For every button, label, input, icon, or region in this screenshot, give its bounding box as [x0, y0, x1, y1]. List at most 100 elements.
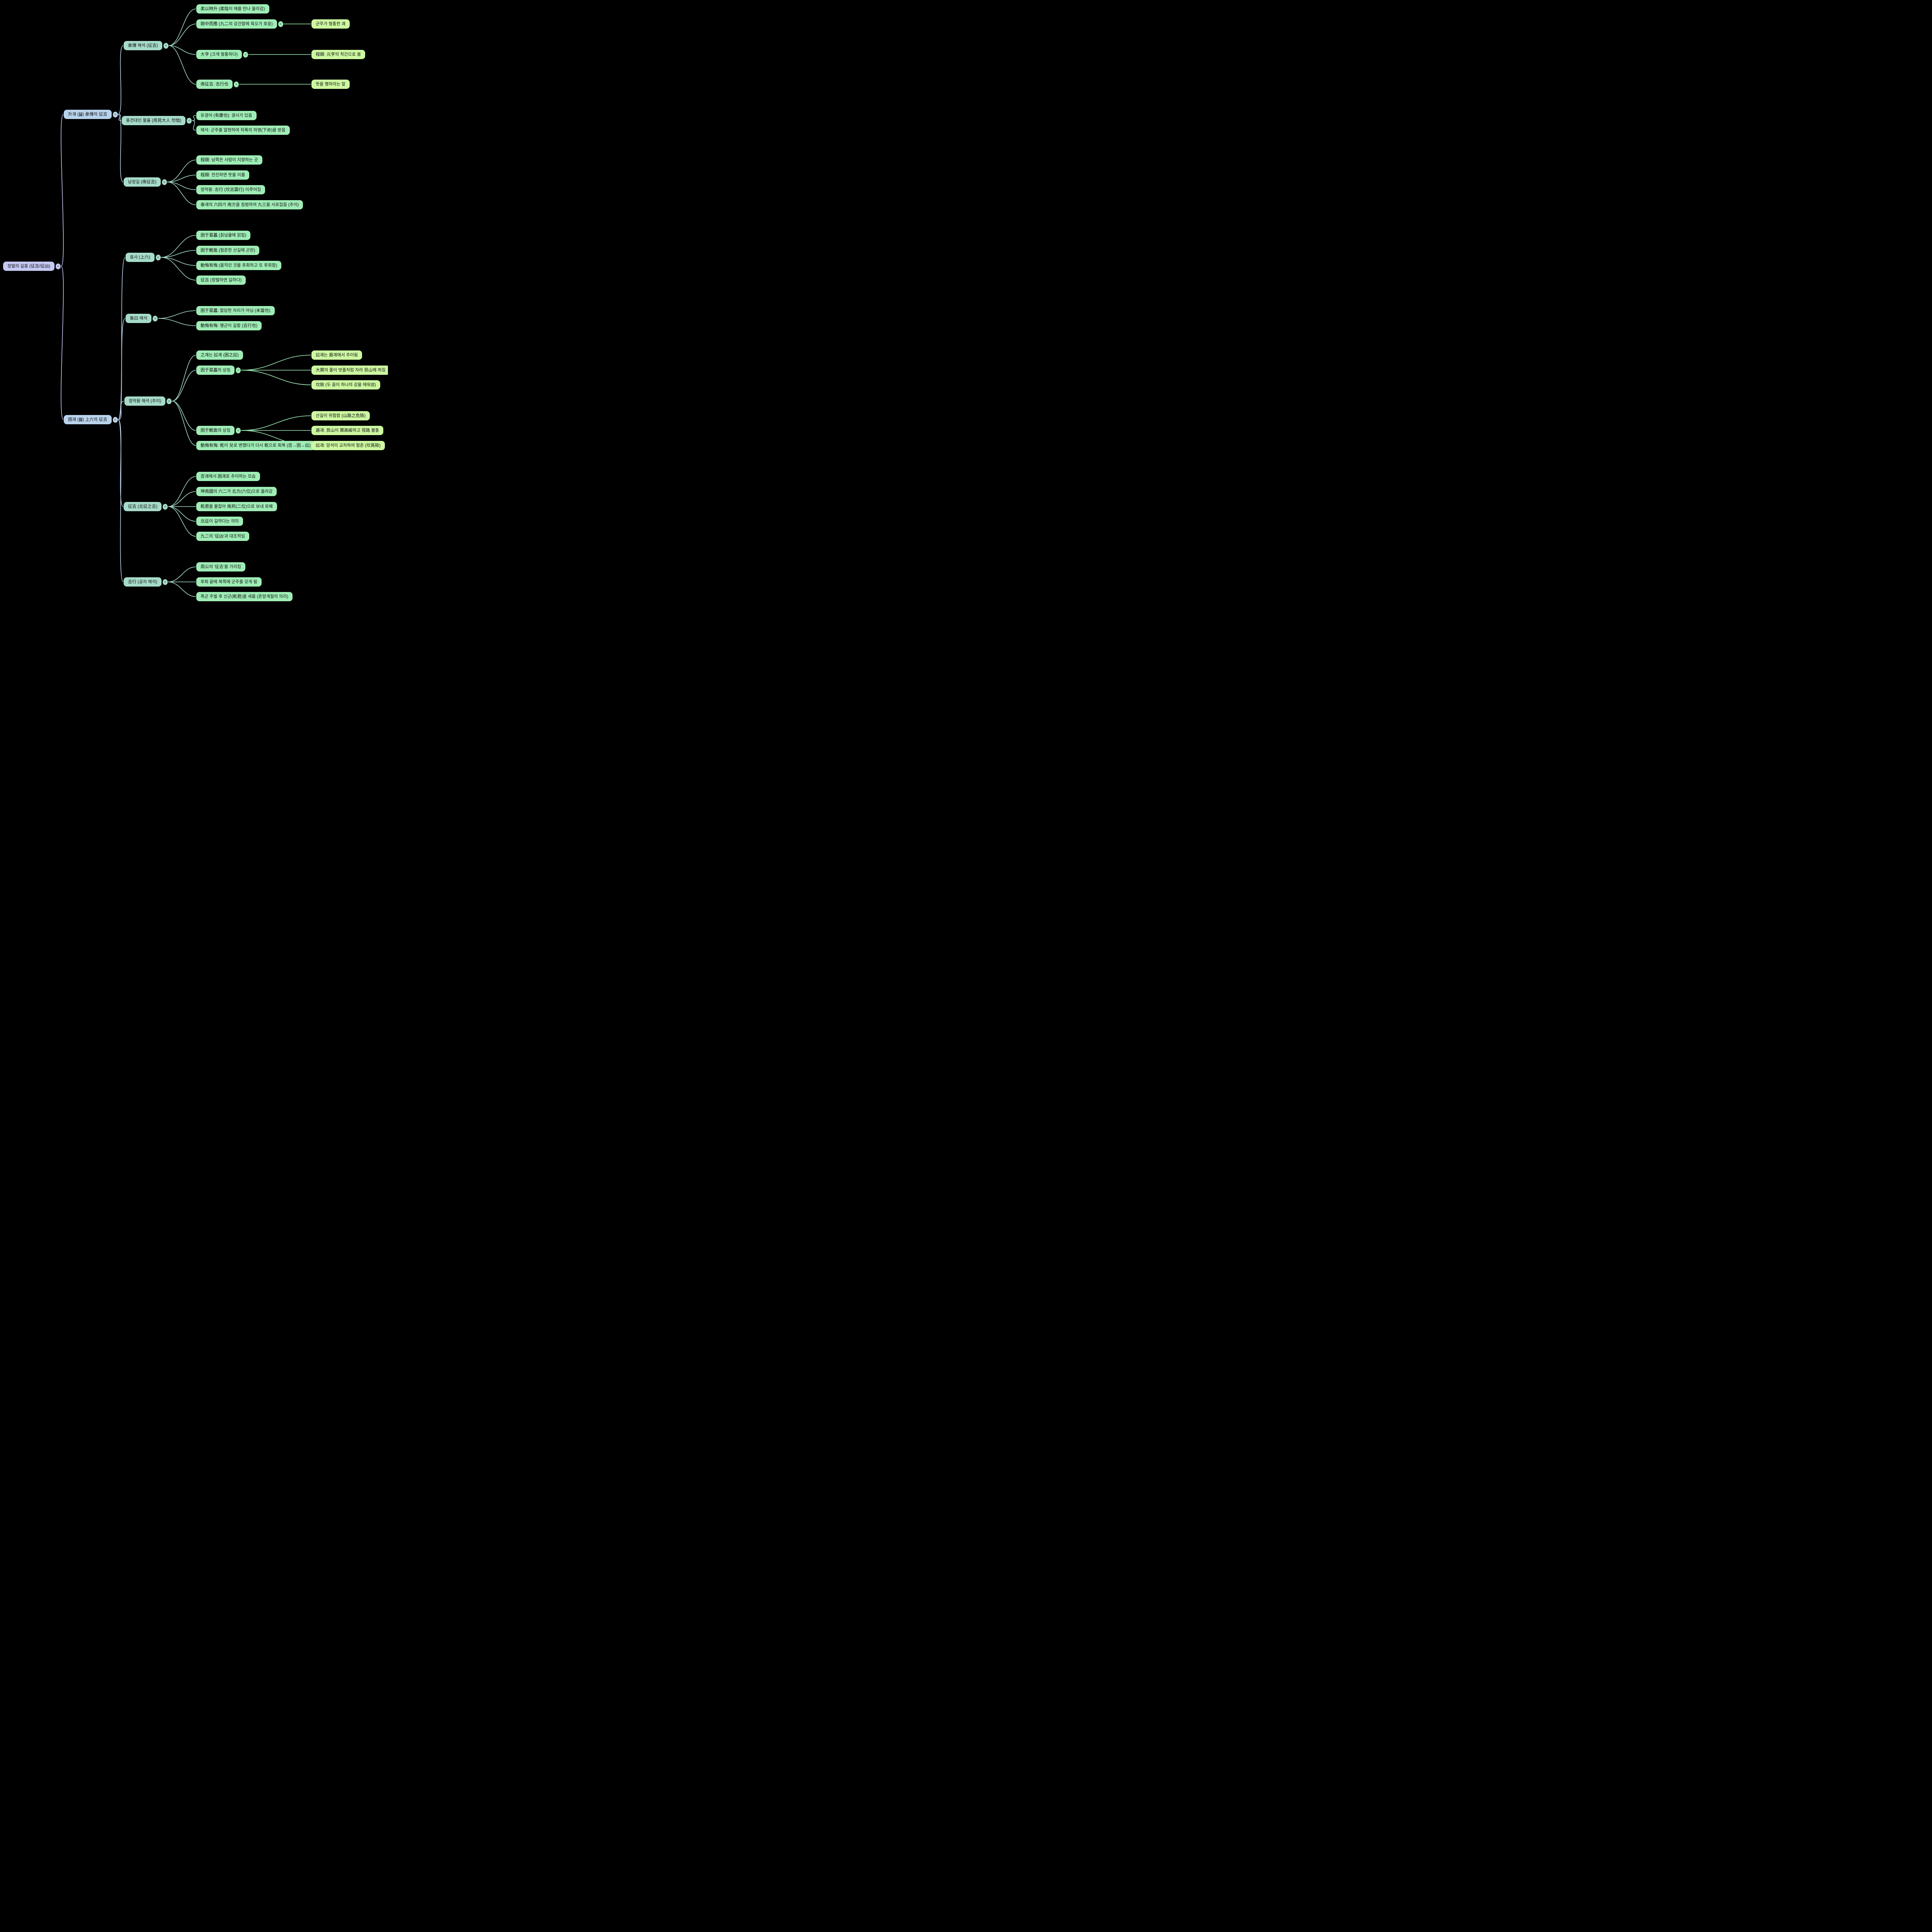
mindmap-node-sangwal[interactable]: 象曰 해석	[126, 314, 152, 323]
edge-jinggil-buk-to-bukjeong-gil	[168, 506, 196, 522]
mindmap-node-sang-galyu[interactable]: 困于葛藟: 합당한 자리가 아님 (未當也)	[196, 306, 275, 315]
edge-danjeon-to-yu-si-seung	[168, 9, 196, 46]
mindmap-node-sang-donghoe[interactable]: 動悔有悔: 행군이 길함 (吉行也)	[196, 321, 262, 330]
mindmap-node-gui-daejo[interactable]: 九二의 '征凶'과 대조적임	[196, 532, 250, 541]
edge-gon-to-jinggil-buk	[117, 419, 124, 507]
collapse-toggle-gilhaeng[interactable]: <	[162, 579, 168, 585]
collapse-toggle-danjeon[interactable]: <	[163, 43, 168, 49]
edge-jeongyakyong-haeseok-to-nyeol-sangjing	[172, 401, 196, 431]
edge-gilhaeng-to-jugong-jinggil	[168, 566, 196, 582]
mindmap-node-gunju-hyeongtong[interactable]: 군주가 형통한 괘	[311, 19, 350, 29]
mindmap-node-bugwae-chui[interactable]: 否괘에서 困괘로 추이하는 모습	[196, 472, 260, 481]
mindmap-node-huhoe-bukjjok[interactable]: 후회 끝에 북쪽에 군주를 갖게 됨	[196, 577, 262, 587]
edge-yonggyeon-to-yugyeongya	[192, 115, 196, 121]
edge-hyosa-to-gonu-galyu	[161, 235, 196, 258]
edge-hyosa-to-jinggil-jeongbeol	[161, 257, 196, 281]
mindmap-node-yugyeongya[interactable]: 유경야 (有慶也): 경사가 있음	[196, 111, 257, 120]
mindmap-node-haeseok-gunju[interactable]: 해석: 군주를 알현하여 작록의 하명(下命)을 받음	[196, 126, 290, 135]
edge-namjeong-to-taegwae-yuksa	[167, 182, 196, 205]
mindmap-canvas: 정벌의 길흉 (征吉/征凶) 升괘 (䷭) 彖傳의 征吉困괘 (䷮) 上六의 征吉…	[0, 0, 388, 606]
edge-sangwal-to-sang-galyu	[158, 310, 196, 319]
mindmap-node-jeongyi-namjjok[interactable]: 程頤: 남쪽은 사람이 지향하는 곳	[196, 155, 262, 165]
edge-layer	[61, 9, 311, 597]
mindmap-node-gonu-nyeol[interactable]: 困于臲卼 (험준한 산길에 곤란)	[196, 246, 260, 255]
mindmap-node-yonggyeon[interactable]: 용견대인 물휼 (用見大人 勿恤)	[122, 116, 186, 125]
mindmap-node-namjeonggil-jihaeng[interactable]: 南征吉: 志行也	[196, 80, 233, 89]
mindmap-node-namjeong[interactable]: 남정길 (南征吉)	[124, 177, 161, 187]
edge-sangwal-to-sang-donghoe	[158, 318, 196, 326]
collapse-toggle-hyosa[interactable]: <	[155, 254, 161, 260]
collapse-toggle-dae-hyeong[interactable]: <	[243, 51, 248, 58]
edge-jeongyakyong-haeseok-to-jigwae-song	[172, 355, 196, 401]
mindmap-node-donghoe-geon[interactable]: 動悔有悔: 乾이 兌로 변했다가 다시 乾으로 회복 (否→困→訟)	[196, 441, 315, 450]
mindmap-node-jeongyakyong-jihaeng[interactable]: 정약용: 志行 (坎志震行) 이루어짐	[196, 185, 265, 194]
mindmap-node-sangil-wiheom[interactable]: 산길이 위험함 (山路之危險)	[311, 411, 370, 420]
edge-seung-to-namjeong	[118, 114, 124, 182]
edge-namjeong-to-jeongyi-namjjok	[167, 160, 196, 182]
collapse-toggle-namjeong[interactable]: <	[162, 179, 167, 185]
mindmap-node-gonu-galyu[interactable]: 困于葛藟 (칡넝쿨에 얽힘)	[196, 231, 251, 240]
mindmap-node-galyu-sangjing[interactable]: 困于葛藟의 상징	[196, 366, 235, 375]
collapse-toggle-gang-jung[interactable]: <	[278, 21, 283, 27]
collapse-toggle-namjeonggil-jihaeng[interactable]: <	[234, 81, 239, 87]
mindmap-node-songgwae-dun[interactable]: 訟괘는 遯괘에서 추이됨	[311, 350, 362, 360]
edge-seung-to-danjeon	[118, 45, 124, 115]
collapse-toggle-galyu-sangjing[interactable]: <	[236, 367, 241, 373]
mindmap-node-jinggil-jeongbeol[interactable]: 征吉 (정벌하면 길하다)	[196, 276, 246, 285]
mindmap-node-yu-si-seung[interactable]: 柔以時升 (柔陰이 때를 만나 올라감)	[196, 4, 269, 14]
mindmap-node-jeongyi-wonhyeong[interactable]: 程頤: 元亨의 착간으로 봄	[311, 50, 365, 59]
mindmap-node-tteut-haeng[interactable]: 뜻을 행하라는 말	[311, 80, 350, 89]
mindmap-node-gon[interactable]: 困괘 (䷮) 上六의 征吉	[64, 415, 112, 424]
collapse-toggle-yonggyeon[interactable]: <	[187, 117, 192, 124]
edge-gon-to-hyosa	[117, 257, 126, 420]
collapse-toggle-seung[interactable]: <	[112, 111, 118, 117]
edge-namjeong-to-jeongyi-jeonjin	[167, 175, 196, 182]
mindmap-node-jeongyakyong-haeseok[interactable]: 정약용 해석 (추이)	[124, 396, 166, 406]
edge-danjeon-to-dae-hyeong	[168, 45, 196, 55]
edge-seung-to-yonggyeon	[118, 114, 122, 121]
mindmap-node-gang-jung[interactable]: 剛中而應 (九二의 강건함에 육오가 호응)	[196, 19, 277, 29]
mindmap-node-hyosa[interactable]: 효사 (上六)	[126, 253, 155, 262]
mindmap-node-jeongyi-jeonjin[interactable]: 程頤: 전진하면 뜻을 이룸	[196, 170, 250, 180]
mindmap-node-taegwae-yuksa[interactable]: 泰괘의 六四가 南方을 침범하여 九三을 사로잡음 (추이)	[196, 200, 303, 209]
mindmap-node-bukjeong-gil[interactable]: 北征이 길하다는 의미	[196, 517, 243, 526]
mindmap-node-jigwae-song[interactable]: 之괘는 訟괘 (困之訟)	[196, 350, 243, 360]
edge-namjeong-to-jeongyakyong-jihaeng	[167, 182, 196, 190]
edge-danjeon-to-gang-jung	[168, 24, 196, 46]
mindmap-node-jinggil-buk[interactable]: 征吉 (北征之吉)	[124, 502, 162, 511]
edge-jinggil-buk-to-gui-daejo	[168, 506, 196, 537]
edge-jinggil-buk-to-gonnamguk	[168, 491, 196, 507]
mindmap-node-daeson-pul[interactable]: 大巽의 풀이 밧줄처럼 자라 艮山에 퍼짐	[311, 366, 388, 375]
edge-gon-to-gilhaeng	[117, 419, 124, 582]
mindmap-node-gamheom[interactable]: 坎險 (두 음이 하나의 강을 에워쌈)	[311, 380, 380, 389]
mindmap-node-danjeon[interactable]: 彖傳 해석 (征吉)	[124, 41, 162, 50]
mindmap-node-geongun-yupe[interactable]: 乾君을 붙잡아 南邦(二位)으로 보내 유폐	[196, 502, 277, 511]
mindmap-node-dungwae-gansan[interactable]: 遯괘: 艮山이 巽高峻하고 徑路 불통	[311, 426, 383, 435]
mindmap-node-donghoe-yuhoe[interactable]: 動悔有悔 (움직인 것을 후회하고 또 후회함)	[196, 261, 282, 270]
mindmap-node-gonnamguk[interactable]: 坤南國의 六二가 北方(六位)으로 올라감	[196, 487, 277, 496]
collapse-toggle-jinggil-buk[interactable]: <	[163, 503, 168, 510]
edge-gilhaeng-to-pokgun-jubeol	[168, 582, 196, 597]
edge-jeongyakyong-haeseok-to-donghoe-geon	[172, 401, 196, 446]
edge-galyu-sangjing-to-gamheom	[241, 370, 311, 385]
mindmap-node-songgwae-amseok[interactable]: 訟괘: 암석이 교차하여 험준 (坎爲險)	[311, 441, 385, 450]
edge-nyeol-sangjing-to-sangil-wiheom	[241, 415, 311, 431]
mindmap-node-gilhaeng[interactable]: 吉行 (공자 해석)	[124, 577, 162, 587]
collapse-toggle-gon[interactable]: <	[112, 417, 118, 423]
mindmap-node-dae-hyeong[interactable]: 大亨 (크게 형통하다)	[196, 50, 242, 59]
mindmap-node-root[interactable]: 정벌의 길흉 (征吉/征凶)	[3, 262, 55, 271]
edge-hyosa-to-gonu-nyeol	[161, 250, 196, 258]
edge-root-to-gon	[61, 266, 64, 420]
edge-hyosa-to-donghoe-yuhoe	[161, 257, 196, 266]
mindmap-node-jugong-jinggil[interactable]: 周公의 '征吉'을 가리킴	[196, 562, 245, 571]
edge-jeongyakyong-haeseok-to-galyu-sangjing	[172, 370, 196, 401]
edge-danjeon-to-namjeonggil-jihaeng	[168, 45, 196, 85]
collapse-toggle-jeongyakyong-haeseok[interactable]: <	[167, 398, 172, 404]
collapse-toggle-sangwal[interactable]: <	[153, 315, 158, 321]
collapse-toggle-root[interactable]: <	[56, 263, 61, 269]
mindmap-node-nyeol-sangjing[interactable]: 困于臲卼의 상징	[196, 426, 235, 435]
collapse-toggle-nyeol-sangjing[interactable]: <	[236, 427, 241, 434]
mindmap-node-seung[interactable]: 升괘 (䷭) 彖傳의 征吉	[64, 110, 112, 119]
mindmap-node-pokgun-jubeol[interactable]: 폭군 주벌 후 신군(乾君)을 세움 (존망계절의 의리)	[196, 592, 293, 601]
edge-root-to-seung	[61, 114, 64, 267]
